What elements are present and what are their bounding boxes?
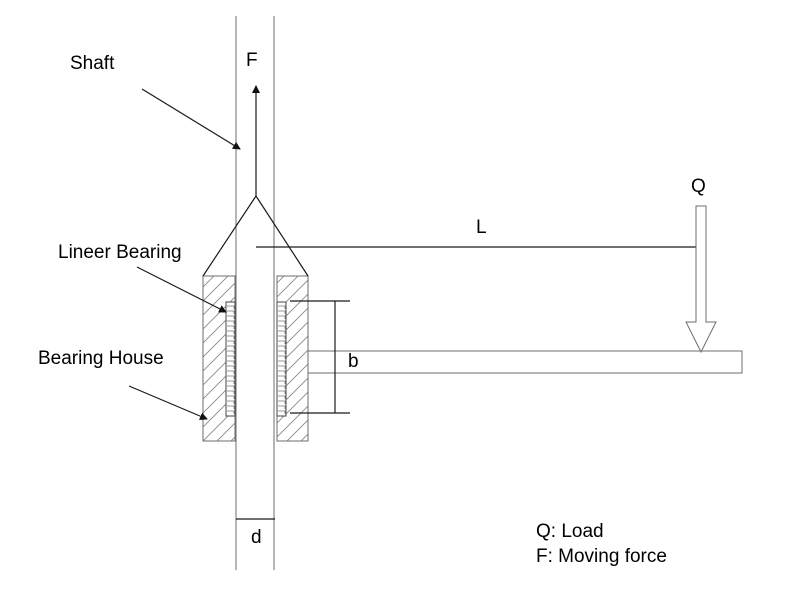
bearing-ball-mark <box>227 360 235 364</box>
bearing-ball-mark <box>278 390 286 394</box>
bearing-ball-mark <box>278 375 286 379</box>
linear-bearing-leader-arrow-icon <box>136 266 227 313</box>
shaft-label: Shaft <box>70 53 115 74</box>
bearing-ball-mark <box>227 330 235 334</box>
bearing-length-dimension <box>290 300 350 414</box>
bearing-ball-mark <box>227 400 235 404</box>
bearing-ball-mark <box>227 355 235 359</box>
bearing-house-leader-arrow-icon <box>128 385 208 420</box>
bearing-ball-mark <box>278 365 286 369</box>
bearing-ball-mark <box>227 305 235 309</box>
bearing-ball-mark <box>227 385 235 389</box>
bearing-ball-mark <box>227 310 235 314</box>
bearing-ball-mark <box>278 380 286 384</box>
bearing-ball-mark <box>278 305 286 309</box>
bearing-ball-mark <box>278 385 286 389</box>
load-label: Q <box>691 176 706 197</box>
linear-bearing-label: Lineer Bearing <box>58 242 182 263</box>
bearing-ball-mark <box>278 360 286 364</box>
bearing-ball-mark <box>227 405 235 409</box>
bearing-ball-mark <box>227 380 235 384</box>
linear-bearing-left <box>225 301 236 417</box>
load-arrow-icon <box>685 205 717 354</box>
bearing-ball-mark <box>227 320 235 324</box>
bearing-ball-mark <box>227 365 235 369</box>
legend-item-load: Q: Load <box>536 521 604 542</box>
bearing-ball-mark <box>278 335 286 339</box>
bearing-ball-mark <box>227 370 235 374</box>
bearing-ball-mark <box>278 350 286 354</box>
bearing-ball-mark <box>227 335 235 339</box>
bearing-ball-mark <box>227 390 235 394</box>
force-yoke <box>202 195 309 277</box>
bearing-ball-mark <box>278 345 286 349</box>
bearing-ball-mark <box>227 340 235 344</box>
bearing-ball-mark <box>227 375 235 379</box>
bearing-ball-mark <box>278 310 286 314</box>
bearing-length-label: b <box>348 351 359 372</box>
bearing-ball-mark <box>227 345 235 349</box>
bearing-ball-mark <box>278 405 286 409</box>
bearing-ball-mark <box>278 315 286 319</box>
length-label: L <box>476 217 487 238</box>
bearing-ball-mark <box>278 370 286 374</box>
bearing-ball-mark <box>278 325 286 329</box>
bearing-ball-mark <box>227 350 235 354</box>
bearing-ball-mark <box>278 410 286 414</box>
cantilever-beam <box>307 350 743 374</box>
bearing-ball-mark <box>278 400 286 404</box>
shaft-leader-arrow-icon <box>141 88 241 150</box>
bearing-ball-mark <box>278 330 286 334</box>
shaft <box>235 16 275 570</box>
bearing-ball-mark <box>227 410 235 414</box>
bearing-ball-mark <box>278 340 286 344</box>
bearing-ball-mark <box>278 395 286 399</box>
bearing-ball-mark <box>227 315 235 319</box>
linear-bearing-right <box>276 301 287 417</box>
bearing-ball-mark <box>227 325 235 329</box>
bearing-ball-mark <box>278 355 286 359</box>
legend-item-force: F: Moving force <box>536 546 667 567</box>
bearing-ball-mark <box>227 395 235 399</box>
diameter-label: d <box>251 527 262 548</box>
bearing-house-label: Bearing House <box>38 348 164 369</box>
force-label: F <box>246 50 258 71</box>
bearing-ball-mark <box>278 320 286 324</box>
